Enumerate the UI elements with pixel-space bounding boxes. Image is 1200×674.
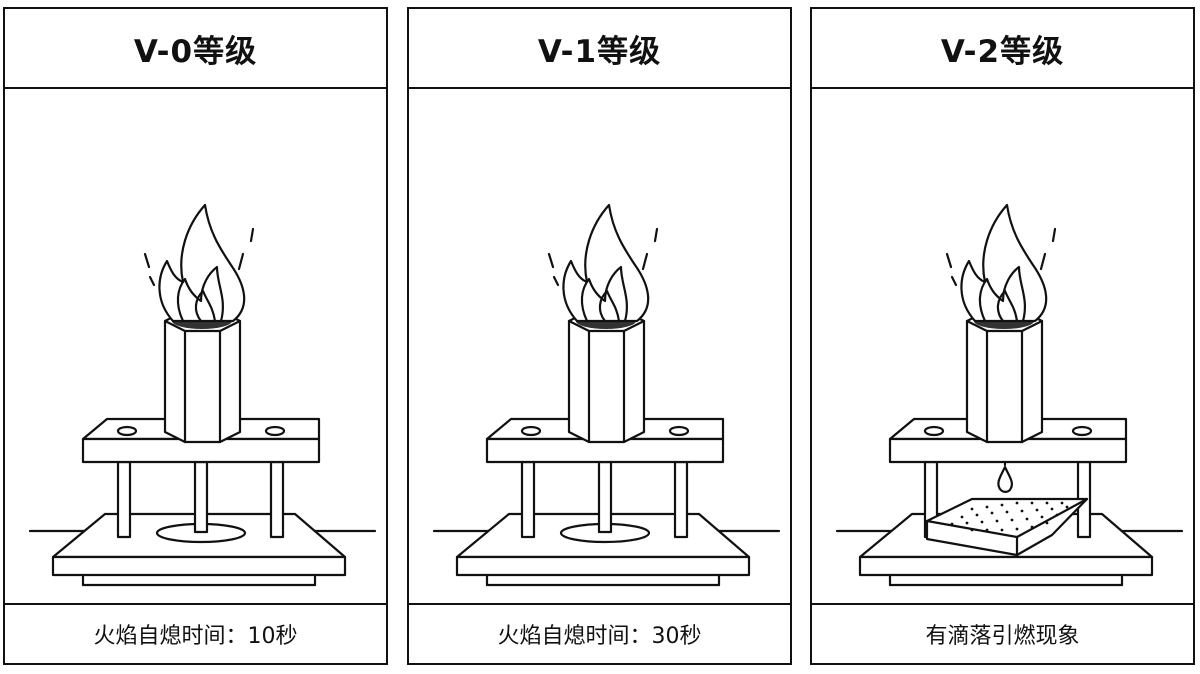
panel-footer: 火焰自熄时间：30秒 (409, 603, 790, 663)
specimen-column (163, 309, 242, 444)
panel-header: V-1等级 (409, 9, 790, 89)
panel-title: V-1等级 (537, 33, 662, 70)
panel-header: V-2等级 (812, 9, 1193, 89)
flame-icon (143, 203, 255, 323)
panel-title: V-2等级 (940, 33, 1065, 70)
panel-footer: 有滴落引燃现象 (812, 603, 1193, 663)
burner-test-illustration (432, 203, 781, 587)
panel-caption: 火焰自熄时间：30秒 (497, 624, 702, 649)
specimen-column (567, 309, 646, 444)
panel-v0: V-0等级 (3, 7, 388, 665)
panel-illustration (5, 89, 386, 614)
panel-v1: V-1等级 (407, 7, 792, 665)
panel-caption: 火焰自熄时间：10秒 (93, 624, 298, 649)
burner-test-illustration (28, 203, 377, 587)
drip-test-illustration (835, 203, 1184, 587)
panel-v2: V-2等级 (810, 7, 1195, 665)
support-legs (520, 460, 689, 539)
panel-header: V-0等级 (5, 9, 386, 89)
specimen-column (965, 309, 1044, 444)
panel-title: V-0等级 (133, 33, 258, 70)
panel-footer: 火焰自熄时间：10秒 (5, 603, 386, 663)
flame-icon (945, 203, 1057, 323)
panel-illustration (409, 89, 790, 614)
panel-caption: 有滴落引燃现象 (925, 624, 1080, 649)
support-legs (923, 460, 1092, 539)
flame-icon (547, 203, 659, 323)
cotton-pad-icon (925, 497, 1089, 557)
panel-illustration (812, 89, 1193, 614)
